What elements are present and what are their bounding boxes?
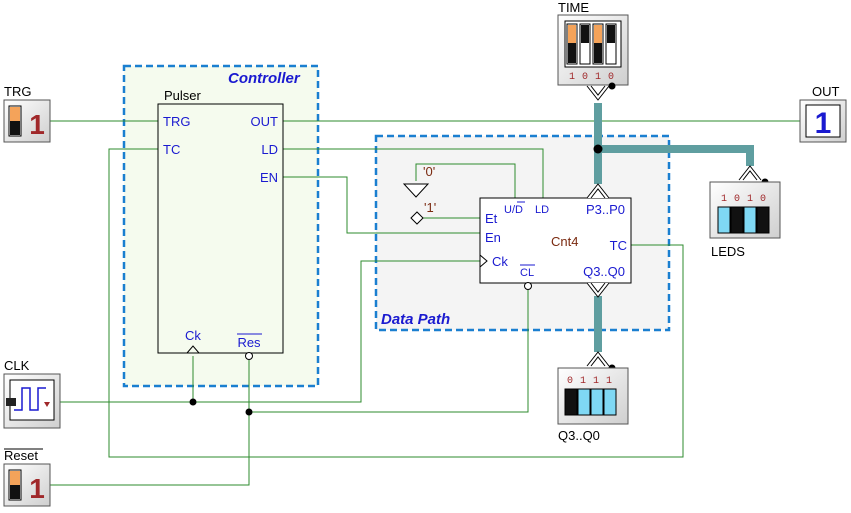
out-label: OUT [812, 84, 840, 99]
junction-bus [593, 144, 603, 154]
time-switch-toggles[interactable] [566, 23, 617, 65]
q-bit-2: 1 [580, 376, 586, 387]
pulser-pin-out: OUT [251, 114, 279, 129]
junction-reset [245, 408, 253, 416]
counter-pin-p: P3..P0 [586, 202, 625, 217]
trg-input[interactable]: TRG 1 [3, 84, 51, 143]
constant-zero-label: '0' [423, 164, 435, 179]
wire-ld[interactable] [283, 148, 544, 198]
clock-wave-icon [14, 387, 46, 411]
counter-block[interactable]: Cnt4 Et En Ck CL U/D LD P3..P0 Q3..Q0 TC [479, 183, 632, 298]
pulser-pin-trg: TRG [163, 114, 190, 129]
wires [50, 120, 800, 486]
wire-reset-cl[interactable] [249, 288, 529, 413]
reset-input[interactable]: Reset 1 [3, 448, 51, 507]
wire-reset[interactable] [50, 360, 250, 486]
junction-clk [189, 398, 197, 406]
clk-label: CLK [4, 358, 30, 373]
reset-value: 1 [29, 473, 45, 504]
time-bit-0: 0 [608, 72, 614, 83]
leds-display: 1 0 1 0 LEDS [709, 165, 781, 259]
leds-label: LEDS [711, 244, 745, 259]
pulser-pin-ck: Ck [185, 328, 201, 343]
pulser-block[interactable]: Pulser TRG TC OUT LD EN Ck Res [157, 88, 284, 360]
pulser-pin-en: EN [260, 170, 278, 185]
clock-arrow-icon [44, 402, 50, 407]
q-bit-1: 1 [593, 376, 599, 387]
time-bit-3: 1 [569, 72, 575, 83]
counter-pin-ld: LD [535, 204, 549, 216]
leds-bit-0: 0 [760, 194, 766, 205]
pulser-pin-ld: LD [261, 142, 278, 157]
counter-pin-ck: Ck [492, 254, 508, 269]
constant-one-label: '1' [424, 200, 436, 215]
constant-zero[interactable]: '0' [402, 164, 435, 198]
counter-pin-q: Q3..Q0 [583, 264, 625, 279]
q-label: Q3..Q0 [558, 428, 600, 443]
q-bit-0: 1 [606, 376, 612, 387]
q-bit-3: 0 [567, 376, 573, 387]
datapath-title: Data Path [381, 311, 450, 328]
leds-bit-3: 1 [721, 194, 727, 205]
leds-lamps [717, 206, 770, 234]
counter-pin-et: Et [485, 211, 498, 226]
q-display: 0 1 1 1 Q3..Q0 [557, 351, 629, 443]
wire-en[interactable] [283, 176, 480, 234]
out-value: 1 [815, 107, 832, 140]
clk-input[interactable]: CLK [3, 358, 61, 429]
pulser-title: Pulser [164, 88, 202, 103]
leds-bit-1: 1 [747, 194, 753, 205]
time-label: TIME [558, 0, 589, 15]
controller-title: Controller [228, 70, 301, 87]
pulser-pin-res: Res [237, 335, 261, 350]
counter-pin-en: En [485, 230, 501, 245]
time-bit-1: 1 [595, 72, 601, 83]
counter-pin-cl: CL [520, 267, 534, 279]
leds-bit-2: 0 [734, 194, 740, 205]
reset-label: Reset [4, 448, 38, 463]
wire-const-zero[interactable] [415, 163, 516, 198]
wire-tc[interactable] [108, 148, 684, 458]
trg-value: 1 [29, 109, 45, 140]
bus-leds[interactable] [598, 145, 754, 166]
pulser-pin-tc: TC [163, 142, 180, 157]
constant-one[interactable]: '1' [410, 200, 436, 225]
counter-pin-ud: U/D [504, 204, 523, 216]
trg-label: TRG [4, 84, 31, 99]
time-bit-2: 0 [582, 72, 588, 83]
out-display: OUT 1 [799, 84, 847, 143]
q-lamps [564, 388, 617, 416]
counter-pin-tc: TC [610, 238, 627, 253]
clock-button-icon [6, 398, 16, 406]
buses [593, 103, 754, 352]
wire-clk[interactable] [60, 260, 480, 403]
time-switch[interactable]: TIME 1 0 1 0 [557, 0, 629, 101]
counter-name: Cnt4 [551, 234, 578, 249]
